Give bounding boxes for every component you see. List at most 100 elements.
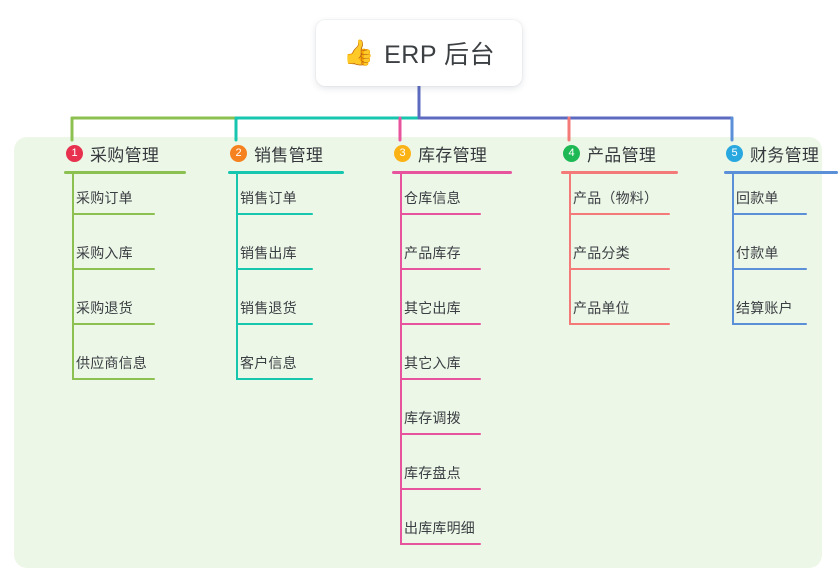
branch-underline-3: [392, 171, 512, 174]
branch-column-4: 4 产品管理产品（物料） 产品分类产品单位: [537, 137, 697, 337]
leaf-item-label: 产品单位: [573, 300, 630, 316]
leaf-item-underline: [401, 433, 481, 435]
leaf-item-label: 其它出库: [404, 300, 461, 316]
leaf-item-label: 回款单: [736, 190, 779, 206]
branch-spine-4: [569, 172, 571, 325]
branch-title-5: 财务管理: [750, 145, 820, 165]
leaf-item-label: 客户信息: [240, 355, 297, 371]
branch-title-3: 库存管理: [418, 145, 488, 165]
leaf-item[interactable]: 供应商信息: [40, 337, 190, 392]
leaf-item[interactable]: 回款单: [700, 172, 839, 227]
leaf-item-underline: [733, 213, 807, 215]
root-node-title: ERP 后台: [384, 41, 496, 69]
leaf-item[interactable]: 库存调拨: [368, 392, 528, 447]
branch-header-3[interactable]: 3 库存管理: [368, 137, 528, 169]
leaf-item-underline: [401, 378, 481, 380]
leaf-item-underline: [733, 268, 807, 270]
leaf-item[interactable]: 客户信息: [204, 337, 354, 392]
leaf-item-underline: [733, 323, 807, 325]
leaf-item[interactable]: 产品库存: [368, 227, 528, 282]
leaf-item-label: 库存盘点: [404, 465, 461, 481]
leaf-item-label: 结算账户: [736, 300, 793, 316]
leaf-item[interactable]: 结算账户: [700, 282, 839, 337]
leaf-item-label: 采购订单: [76, 190, 133, 206]
leaf-item-underline: [401, 543, 481, 545]
leaf-item-label: 付款单: [736, 245, 779, 261]
leaf-item[interactable]: 采购入库: [40, 227, 190, 282]
branches-panel: [14, 137, 822, 568]
branch-badge-2: 2: [230, 144, 247, 162]
leaf-item[interactable]: 采购退货: [40, 282, 190, 337]
leaf-item[interactable]: 销售出库: [204, 227, 354, 282]
leaf-item-label: 供应商信息: [76, 355, 147, 371]
root-node-content: 👍 ERP 后台: [343, 35, 495, 71]
leaf-item-underline: [237, 268, 313, 270]
leaf-item[interactable]: 其它出库: [368, 282, 528, 337]
leaf-item-underline: [570, 268, 670, 270]
branch-title-2: 销售管理: [254, 145, 324, 165]
leaf-item-underline: [73, 323, 155, 325]
branch-badge-5: 5: [726, 144, 743, 162]
branch-title-1: 采购管理: [90, 145, 160, 165]
branch-spine-3: [400, 172, 402, 545]
leaf-item[interactable]: 产品（物料）: [537, 172, 697, 227]
leaf-item-label: 其它入库: [404, 355, 461, 371]
leaf-item-label: 产品库存: [404, 245, 461, 261]
branch-spine-5: [732, 172, 734, 325]
branch-column-1: 1 采购管理采购订单采购入库采购退货供应商信息: [40, 137, 190, 392]
leaf-item[interactable]: 其它入库: [368, 337, 528, 392]
leaf-item-label: 出库库明细: [404, 520, 475, 536]
branch-underline-1: [64, 171, 186, 174]
leaf-item[interactable]: 采购订单: [40, 172, 190, 227]
leaf-item-underline: [401, 268, 481, 270]
leaf-item-label: 产品分类: [573, 245, 630, 261]
branch-underline-5: [724, 171, 838, 174]
leaf-item-underline: [73, 268, 155, 270]
leaf-item-underline: [73, 378, 155, 380]
branch-badge-3: 3: [394, 144, 411, 162]
leaf-item[interactable]: 付款单: [700, 227, 839, 282]
leaf-item-underline: [237, 378, 313, 380]
leaf-item-underline: [73, 213, 155, 215]
leaf-item-underline: [401, 323, 481, 325]
branch-items-4: 产品（物料） 产品分类产品单位: [537, 172, 697, 337]
branch-header-1[interactable]: 1 采购管理: [40, 137, 190, 169]
branch-items-2: 销售订单销售出库销售退货客户信息: [204, 172, 354, 392]
leaf-item[interactable]: 销售退货: [204, 282, 354, 337]
branch-spine-1: [72, 172, 74, 380]
leaf-item-underline: [401, 213, 481, 215]
leaf-item-label: 产品（物料）: [573, 190, 659, 206]
leaf-item[interactable]: 产品单位: [537, 282, 697, 337]
branch-title-4: 产品管理: [587, 145, 657, 165]
leaf-item[interactable]: 销售订单: [204, 172, 354, 227]
branch-items-5: 回款单付款单结算账户: [700, 172, 839, 337]
branch-items-1: 采购订单采购入库采购退货供应商信息: [40, 172, 190, 392]
leaf-item[interactable]: 库存盘点: [368, 447, 528, 502]
leaf-item-label: 仓库信息: [404, 190, 461, 206]
branch-header-2[interactable]: 2 销售管理: [204, 137, 354, 169]
thumbs-up-icon: 👍: [342, 38, 375, 67]
root-node[interactable]: 👍 ERP 后台: [316, 20, 522, 86]
leaf-item[interactable]: 仓库信息: [368, 172, 528, 227]
leaf-item-label: 采购退货: [76, 300, 133, 316]
branch-header-5[interactable]: 5 财务管理: [700, 137, 839, 169]
leaf-item-label: 销售退货: [240, 300, 297, 316]
branch-items-3: 仓库信息产品库存其它出库其它入库库存调拨库存盘点出库库明细: [368, 172, 528, 557]
branch-column-2: 2 销售管理销售订单销售出库销售退货客户信息: [204, 137, 354, 392]
leaf-item-underline: [237, 213, 313, 215]
branch-columns: 1 采购管理采购订单采购入库采购退货供应商信息 2 销售管理销售订单销售出库销售退货客…: [0, 137, 839, 568]
branch-badge-4: 4: [563, 144, 580, 162]
leaf-item[interactable]: 出库库明细: [368, 502, 528, 557]
branch-badge-1: 1: [66, 144, 83, 162]
leaf-item-label: 销售订单: [240, 190, 297, 206]
leaf-item-label: 库存调拨: [404, 410, 461, 426]
branch-underline-4: [561, 171, 678, 174]
leaf-item-label: 采购入库: [76, 245, 133, 261]
leaf-item-underline: [237, 323, 313, 325]
leaf-item-underline: [401, 488, 481, 490]
leaf-item[interactable]: 产品分类: [537, 227, 697, 282]
branch-header-4[interactable]: 4 产品管理: [537, 137, 697, 169]
branch-column-5: 5 财务管理回款单付款单结算账户: [700, 137, 839, 337]
branch-column-3: 3 库存管理仓库信息产品库存其它出库其它入库库存调拨库存盘点出库库明细: [368, 137, 528, 557]
